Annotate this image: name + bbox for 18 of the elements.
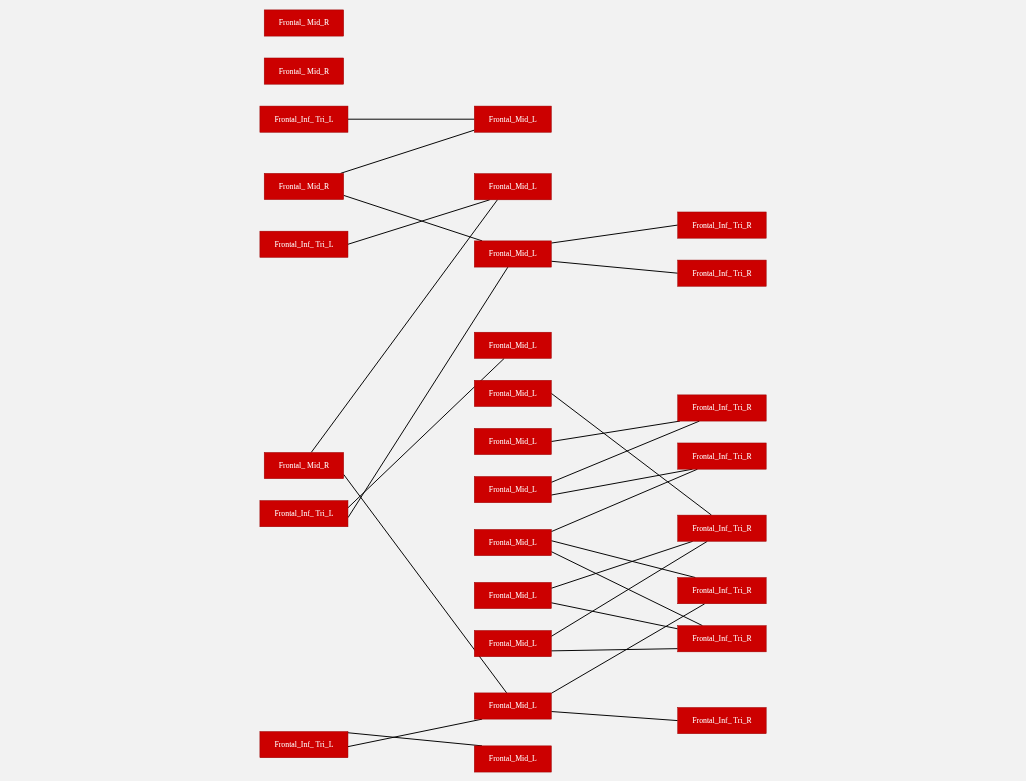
connector [347,357,505,508]
connector [550,468,698,532]
connector [343,473,508,693]
connector [550,392,712,516]
connector [347,266,509,518]
connector [550,710,679,721]
connector [550,647,679,651]
connector [340,129,475,174]
connector [550,540,708,637]
connector [550,602,706,694]
connector [347,118,475,120]
connector [550,260,679,274]
connector [550,601,679,629]
connector [310,198,498,453]
connector [550,540,694,589]
connector [550,420,700,483]
connector [550,550,703,626]
connector [550,224,679,244]
